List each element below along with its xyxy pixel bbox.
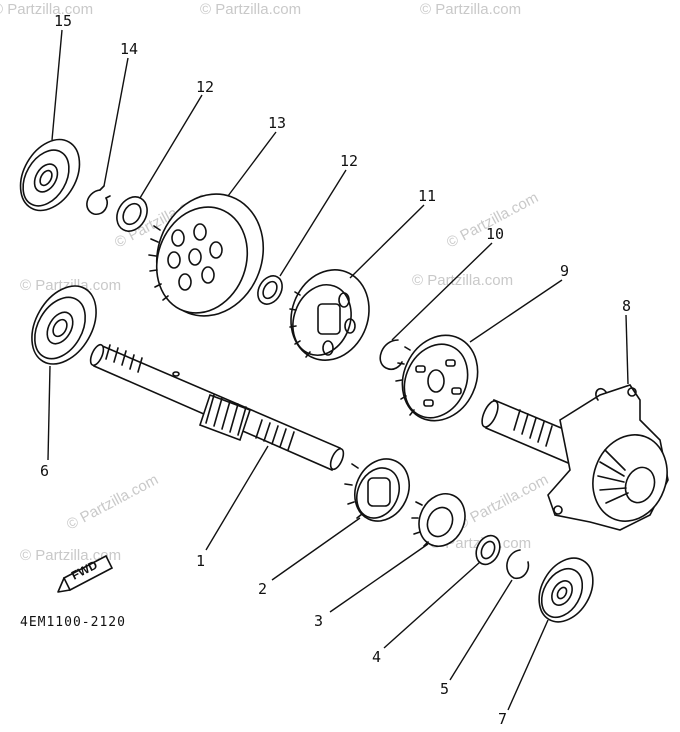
bearing-part-6 bbox=[31, 285, 97, 365]
callout-12-lower: 12 bbox=[340, 152, 358, 170]
washer-part-12-upper bbox=[116, 196, 148, 232]
shaft-part-1 bbox=[89, 343, 345, 472]
circlip-part-5 bbox=[506, 549, 530, 580]
watermark: © Partzilla.com bbox=[412, 272, 513, 289]
callouts: 15 14 12 13 12 11 10 9 8 6 1 2 3 4 5 7 bbox=[40, 12, 631, 728]
washer-part-4 bbox=[475, 534, 501, 566]
watermark: © Partzilla.com bbox=[0, 1, 93, 18]
callout-12-upper: 12 bbox=[196, 78, 214, 96]
callout-14: 14 bbox=[120, 40, 138, 58]
callout-15: 15 bbox=[54, 12, 72, 30]
gear-part-13 bbox=[148, 193, 265, 317]
callout-11: 11 bbox=[418, 187, 436, 205]
callout-8: 8 bbox=[622, 297, 631, 315]
watermark: © Partzilla.com bbox=[200, 1, 301, 18]
diagram-code: 4EM1100-2120 bbox=[20, 615, 126, 630]
gear-part-11 bbox=[289, 269, 370, 361]
washer-part-12-lower bbox=[257, 275, 283, 305]
gear-part-3 bbox=[411, 493, 466, 547]
callout-1: 1 bbox=[196, 552, 205, 570]
callout-9: 9 bbox=[560, 262, 569, 280]
callout-13: 13 bbox=[268, 114, 286, 132]
bearing-part-15 bbox=[19, 138, 81, 212]
callout-3: 3 bbox=[314, 612, 323, 630]
bearing-part-7 bbox=[538, 557, 594, 623]
circlip-part-14 bbox=[86, 185, 111, 215]
callout-10: 10 bbox=[486, 225, 504, 243]
circlip-part-10 bbox=[379, 339, 403, 371]
callout-4: 4 bbox=[372, 648, 381, 666]
watermark: © Partzilla.com bbox=[20, 547, 121, 564]
gear-part-9 bbox=[395, 334, 479, 422]
shaft-part-8 bbox=[481, 384, 669, 531]
hub-part-2 bbox=[344, 458, 410, 522]
callout-7: 7 bbox=[498, 710, 507, 728]
watermark: © Partzilla.com bbox=[454, 471, 551, 533]
callout-2: 2 bbox=[258, 580, 267, 598]
leader-lines bbox=[47, 29, 629, 711]
watermark: © Partzilla.com bbox=[420, 1, 521, 18]
callout-6: 6 bbox=[40, 462, 49, 480]
watermark: © Partzilla.com bbox=[64, 471, 161, 533]
callout-5: 5 bbox=[440, 680, 449, 698]
